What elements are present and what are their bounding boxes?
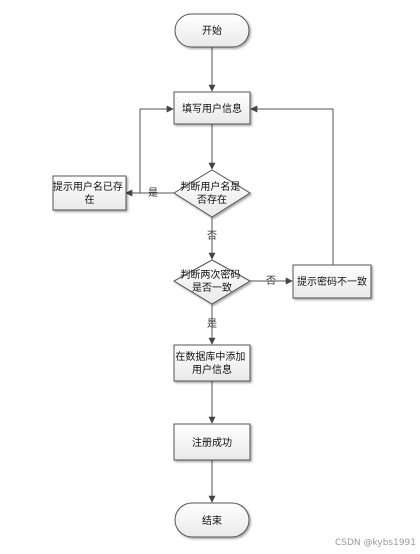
process-shape	[173, 344, 251, 382]
node-username-exists-label: 提示用户名已存 在	[53, 180, 126, 206]
node-check-username: 判断用户名是 否存在	[173, 169, 251, 218]
edge-pwdmismatch-to-fill	[250, 105, 334, 265]
watermark: CSDN @kybs1991	[334, 538, 416, 548]
process-shape	[173, 91, 251, 125]
process-shape	[173, 423, 251, 461]
node-db-add-user-label: 在数据库中添加 用户信息	[175, 350, 248, 376]
node-check-username-line1: 判断用户名是	[180, 180, 240, 193]
edge-label-no-name: 否	[207, 230, 217, 242]
edge-label-yes-name: 是	[148, 187, 158, 199]
decision-shape	[173, 169, 251, 218]
terminator-shape	[174, 502, 250, 538]
node-register-success-label: 注册成功	[192, 436, 232, 449]
node-password-mismatch-label: 提示密码不一致	[297, 275, 367, 288]
process-shape	[292, 264, 372, 299]
node-fill-user-info: 填写用户信息	[173, 91, 251, 125]
node-end-label: 结束	[202, 514, 222, 527]
node-username-exists-line2: 在	[85, 194, 95, 206]
connectors	[125, 47, 334, 503]
node-username-exists-line1: 提示用户名已存	[53, 180, 123, 193]
edge-nameexists-to-fill	[139, 105, 174, 193]
node-check-username-label: 判断用户名是 否存在	[180, 180, 243, 206]
node-check-username-line2: 否存在	[197, 193, 227, 206]
node-end: 结束	[174, 502, 250, 538]
node-check-password: 判断两次密码 是否一致	[173, 259, 251, 305]
node-fill-user-info-label: 填写用户信息	[182, 102, 242, 115]
node-password-mismatch: 提示密码不一致	[292, 264, 372, 299]
node-db-add-user-line1: 在数据库中添加	[175, 350, 245, 363]
node-start-label: 开始	[202, 24, 222, 37]
terminator-shape	[174, 13, 250, 48]
node-db-add-user: 在数据库中添加 用户信息	[173, 344, 251, 382]
node-check-password-label: 判断两次密码 是否一致	[180, 268, 243, 294]
decision-shape	[173, 259, 251, 305]
node-start: 开始	[174, 13, 250, 48]
node-check-password-line1: 判断两次密码	[180, 268, 240, 281]
edge-label-no-pwd: 否	[266, 275, 276, 287]
node-db-add-user-line2: 用户信息	[192, 363, 232, 376]
process-shape	[52, 175, 127, 211]
node-check-password-line2: 是否一致	[192, 281, 232, 294]
node-username-exists: 提示用户名已存 在	[52, 175, 127, 211]
edge-label-yes-pwd: 是	[207, 318, 217, 330]
node-register-success: 注册成功	[173, 423, 251, 461]
